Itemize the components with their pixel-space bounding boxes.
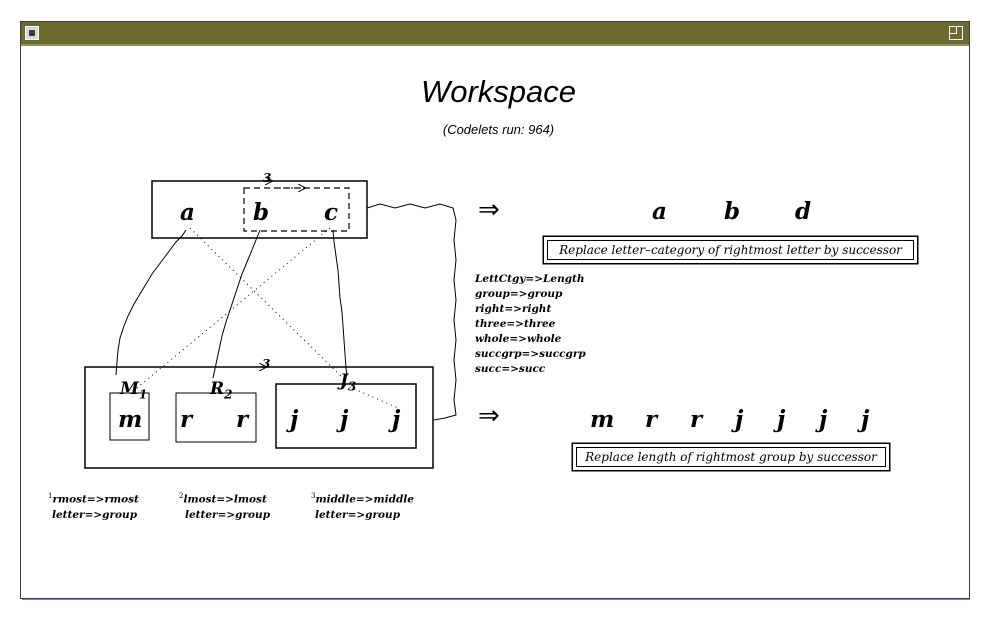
target-letter-j1: j — [290, 406, 299, 433]
answer-letter-5: j — [777, 406, 786, 433]
slippage-item: group=>group — [475, 288, 563, 300]
target-letter-j2: j — [340, 406, 349, 433]
slippage-item: right=>right — [475, 303, 552, 315]
group-r-box — [175, 392, 257, 443]
window-titlebar[interactable] — [21, 22, 969, 46]
group-label-r: R2 — [210, 379, 233, 402]
group-j-box — [275, 383, 417, 449]
group-label-m: M1 — [120, 379, 148, 402]
target-letter-j3: j — [392, 406, 401, 433]
translated-rule: Replace length of rightmost group by suc… — [572, 443, 890, 471]
answer-letter-6: j — [819, 406, 828, 433]
zoom-box-icon[interactable] — [949, 26, 963, 40]
slippage-list: LettCtgy=>Length group=>group right=>rig… — [475, 272, 586, 377]
rule-correspondence-line — [366, 203, 457, 421]
close-box-icon[interactable] — [25, 26, 39, 40]
slippage-item: succgrp=>succgrp — [475, 348, 586, 360]
answer-letter-7: j — [861, 406, 870, 433]
slippage-item: whole=>whole — [475, 333, 562, 345]
group-label-j: J3 — [340, 371, 357, 394]
correspondence-note-2: 2lmost=>lmost letter=>group — [179, 492, 271, 521]
slippage-item: three=>three — [475, 318, 556, 330]
initial-rule: Replace letter–category of rightmost let… — [543, 236, 918, 264]
translated-rule-text: Replace length of rightmost group by suc… — [576, 447, 886, 467]
target-letter-r2: r — [236, 406, 249, 433]
slippage-item: LettCtgy=>Length — [475, 273, 585, 285]
answer-letter-1: m — [590, 406, 615, 433]
initial-bond-number: 3 — [263, 171, 272, 185]
modified-letter-d: d — [795, 198, 812, 225]
correspondence-note-3: 3middle=>middle letter=>group — [311, 492, 414, 521]
initial-rule-text: Replace letter–category of rightmost let… — [547, 240, 914, 260]
workspace-window — [20, 21, 970, 599]
correspondence-b-r — [212, 229, 261, 379]
correspondence-c-j — [332, 229, 348, 377]
target-to-answer-arrow: ⇒ — [478, 401, 500, 431]
modified-letter-b: b — [724, 198, 741, 225]
target-letter-m: m — [118, 406, 143, 433]
initial-letter-a: a — [180, 199, 195, 226]
workspace-title: Workspace — [420, 74, 577, 109]
slippage-item: succ=>succ — [475, 363, 546, 375]
initial-to-modified-arrow: ⇒ — [478, 195, 500, 225]
target-bond-number: 3 — [262, 357, 271, 371]
target-letter-r1: r — [180, 406, 193, 433]
initial-letter-b: b — [253, 199, 270, 226]
modified-letter-a: a — [652, 198, 667, 225]
correspondence-note-1: 1rmost=>rmost letter=>group — [48, 492, 139, 521]
correspondence-a-m — [115, 229, 187, 376]
codelets-run-counter: (Codelets run: 964) — [442, 122, 555, 137]
answer-letter-2: r — [645, 406, 658, 433]
group-m-box — [109, 392, 150, 441]
bridge-a-j — [189, 227, 346, 381]
answer-letter-4: j — [735, 406, 744, 433]
answer-letter-3: r — [690, 406, 703, 433]
initial-letter-c: c — [324, 199, 339, 226]
